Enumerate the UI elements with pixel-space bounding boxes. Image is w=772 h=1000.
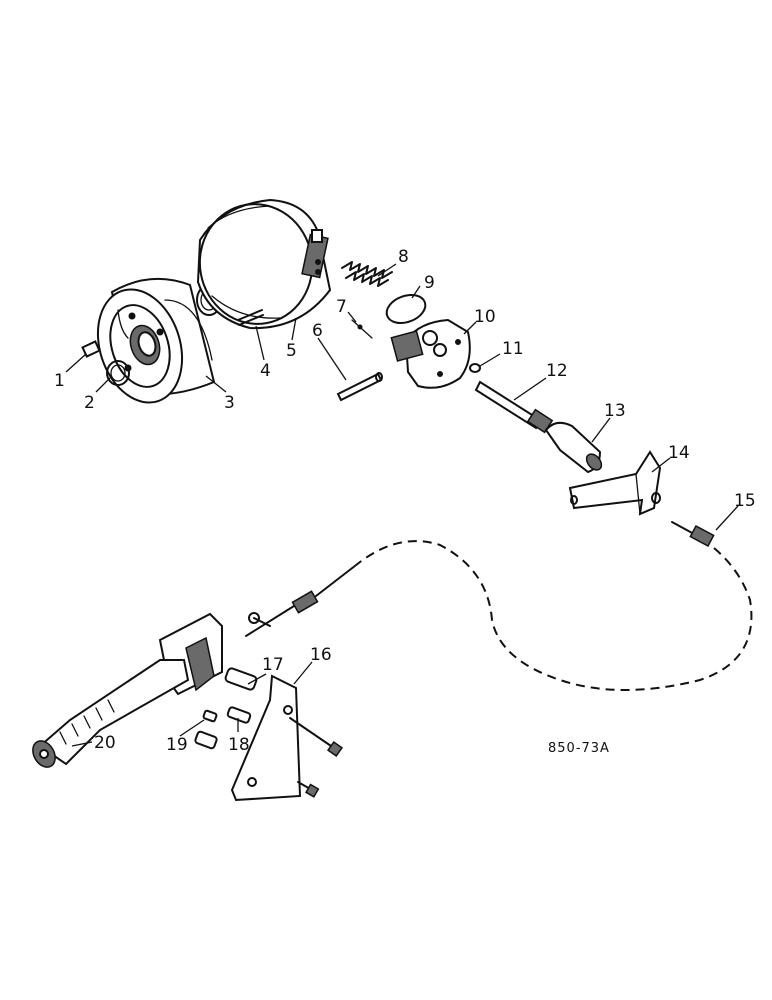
actuator-plate: [390, 318, 471, 389]
mounting-plate: [230, 674, 302, 802]
o-ring: [385, 293, 427, 325]
label-part-15: 15: [734, 491, 756, 511]
spring-part: [341, 261, 393, 287]
label-part-19: 19: [166, 735, 188, 755]
reference-code: 850-73A: [548, 741, 610, 756]
bolt-long: [289, 717, 344, 758]
bolt-short: [297, 781, 320, 798]
brake-drum: [96, 277, 216, 404]
pin-17: [224, 667, 258, 691]
label-part-2: 2: [84, 393, 95, 413]
cable-fitting: [245, 561, 361, 637]
label-part-10: 10: [474, 307, 496, 327]
small-ring: [469, 363, 481, 373]
label-part-5: 5: [286, 341, 297, 361]
label-part-20: 20: [94, 733, 116, 753]
label-part-9: 9: [424, 273, 435, 293]
cable-end: [671, 521, 715, 548]
shaft: [474, 380, 554, 434]
label-part-12: 12: [546, 361, 568, 381]
pin-18: [226, 706, 252, 724]
label-part-1: 1: [54, 371, 65, 391]
label-part-18: 18: [228, 735, 250, 755]
key-part: [81, 340, 101, 358]
label-part-8: 8: [398, 247, 409, 267]
label-part-16: 16: [310, 645, 332, 665]
part-labels: 1 2 3 4 5 6 7 8 9 10 11 12 13 14 15 16 1…: [54, 247, 756, 755]
label-part-17: 17: [262, 655, 284, 675]
brake-band: [196, 198, 332, 330]
leader-lines: [65, 263, 739, 747]
pin-19: [194, 709, 218, 750]
brake-cable: [359, 540, 753, 691]
hand-lever: [32, 659, 190, 768]
label-part-6: 6: [312, 321, 323, 341]
label-part-7: 7: [336, 297, 347, 317]
label-part-11: 11: [502, 339, 524, 359]
mounting-bracket: [568, 450, 662, 516]
cotter-pin: [351, 319, 373, 339]
label-part-14: 14: [668, 443, 690, 463]
rubber-boot: [544, 421, 603, 474]
label-part-3: 3: [224, 393, 235, 413]
label-part-4: 4: [260, 361, 271, 381]
pivot-pin: [336, 372, 383, 402]
snap-ring-2: [106, 360, 130, 386]
label-part-13: 13: [604, 401, 626, 421]
pin-4: [237, 309, 264, 326]
